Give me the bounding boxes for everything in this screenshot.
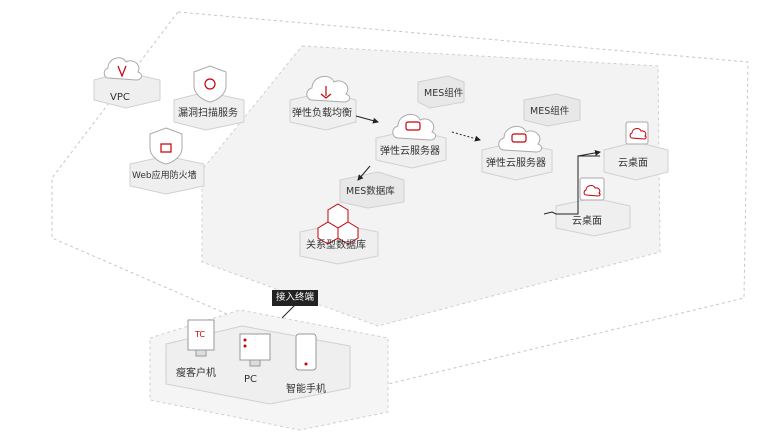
pc-icon	[239, 333, 271, 367]
rds-tag: MES数据库	[346, 186, 395, 197]
platform-ecs1-tag	[417, 75, 465, 109]
platform-ecs2-tag	[523, 93, 581, 127]
ecs2-desktops-link	[543, 155, 600, 215]
ecs1-rds-link	[357, 165, 371, 181]
waf-icon	[149, 127, 183, 165]
vuln-scan-label: 漏洞扫描服务	[178, 108, 238, 119]
ecs1-icon	[392, 113, 437, 141]
desktop1-label: 云桌面	[618, 158, 648, 169]
thin-client-icon	[187, 319, 215, 357]
ecs2-label: 弹性云服务器	[486, 158, 546, 169]
desktop2-icon	[579, 177, 605, 201]
ecs2-icon	[498, 125, 543, 153]
phone-icon	[295, 333, 317, 371]
elb-ecs1-link	[355, 115, 379, 124]
waf-label: Web应用防火墙	[132, 171, 197, 181]
vpc-label: VPC	[110, 92, 130, 103]
desktop1-arrow	[577, 149, 601, 157]
elb-icon	[306, 75, 351, 103]
desktop1-icon	[625, 121, 649, 145]
tc-screen-text: TC	[195, 330, 206, 339]
ecs1-tag: MES组件	[424, 88, 464, 99]
rds-icon	[317, 203, 359, 245]
access-terminal-label: 接入终端	[272, 290, 319, 306]
rds-label: 关系型数据库	[306, 240, 366, 251]
platform-rds-tag	[339, 171, 405, 209]
vpc-icon	[103, 57, 143, 81]
pc-label: PC	[244, 374, 258, 385]
ecs1-label: 弹性云服务器	[380, 146, 440, 157]
ecs1-ecs2-link	[451, 131, 481, 142]
elb-label: 弹性负载均衡	[292, 108, 352, 119]
ecs2-tag: MES组件	[530, 106, 570, 117]
phone-label: 智能手机	[286, 384, 326, 395]
thin-client-label: 瘦客户机	[176, 368, 216, 379]
vuln-scan-icon	[193, 65, 227, 103]
desktop2-label: 云桌面	[572, 216, 602, 227]
vpc-region	[51, 11, 749, 385]
